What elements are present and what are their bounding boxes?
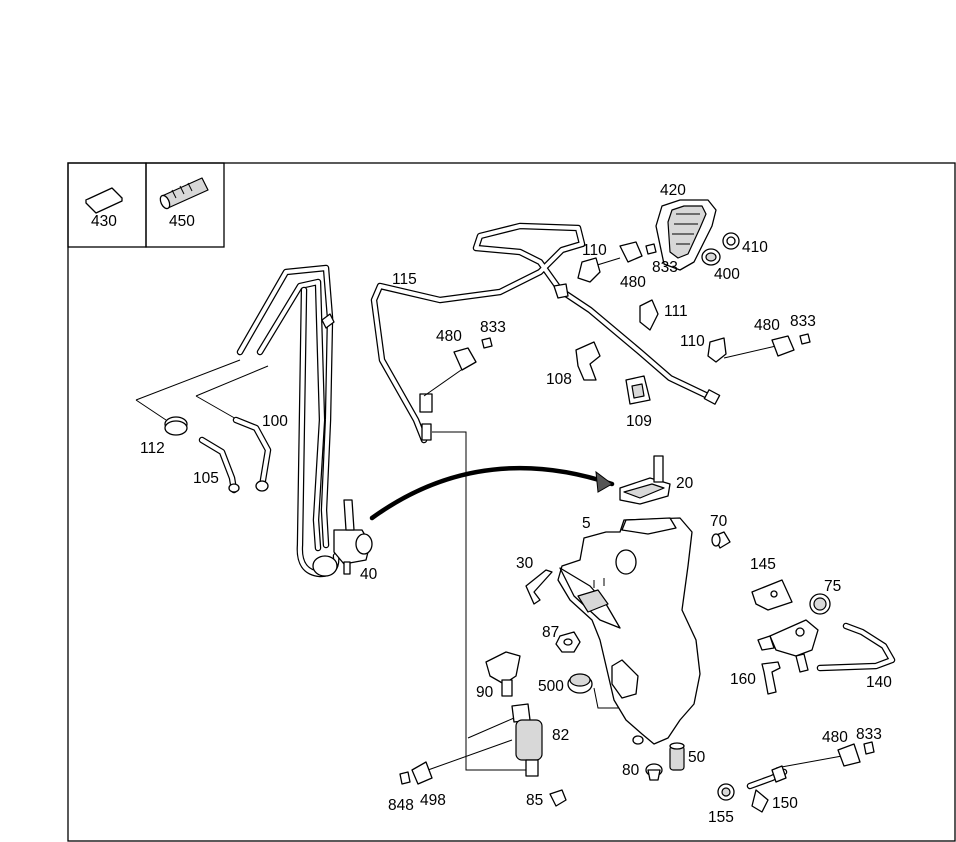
pump-82 bbox=[511, 703, 543, 777]
clip-111 bbox=[639, 299, 659, 331]
sensor-480-mid bbox=[453, 337, 493, 371]
fill-neck-140 bbox=[757, 619, 896, 673]
grommet-500 bbox=[567, 673, 593, 694]
sensor-498 bbox=[399, 761, 433, 785]
label-82: 82 bbox=[552, 727, 569, 744]
label-480-a: 480 bbox=[620, 274, 646, 291]
valve-40 bbox=[333, 499, 373, 575]
nozzle-70 bbox=[711, 531, 731, 549]
label-155: 155 bbox=[708, 809, 734, 826]
label-80: 80 bbox=[622, 762, 640, 779]
label-140: 140 bbox=[866, 674, 892, 691]
bracket-90 bbox=[485, 651, 521, 697]
label-833-b: 833 bbox=[480, 319, 506, 336]
clip-110-mid bbox=[707, 337, 727, 363]
clip-108 bbox=[575, 341, 601, 381]
line-150 bbox=[746, 765, 788, 813]
label-30: 30 bbox=[516, 555, 534, 572]
label-90: 90 bbox=[476, 684, 494, 701]
label-833-d: 833 bbox=[856, 726, 882, 743]
diagram-frame bbox=[67, 162, 956, 842]
clip-109 bbox=[625, 375, 651, 405]
label-150: 150 bbox=[772, 795, 798, 812]
clamp-112 bbox=[164, 416, 188, 436]
label-430: 430 bbox=[91, 213, 117, 230]
filter-20 bbox=[619, 455, 671, 505]
label-110-b: 110 bbox=[680, 333, 705, 350]
seal-400 bbox=[701, 248, 721, 266]
label-833-c: 833 bbox=[790, 313, 816, 330]
label-20: 20 bbox=[676, 475, 694, 492]
cap-80 bbox=[645, 763, 663, 781]
leader-498 bbox=[427, 739, 513, 771]
label-480-c: 480 bbox=[754, 317, 780, 334]
label-5: 5 bbox=[582, 515, 591, 532]
tank-5 bbox=[557, 517, 701, 745]
label-160: 160 bbox=[730, 671, 756, 688]
pad-icon bbox=[85, 187, 123, 214]
label-480-b: 480 bbox=[436, 328, 462, 345]
label-480-d: 480 bbox=[822, 729, 848, 746]
label-400: 400 bbox=[714, 266, 740, 283]
label-848: 848 bbox=[388, 797, 414, 814]
label-110-a: 110 bbox=[582, 242, 607, 259]
label-70: 70 bbox=[710, 513, 728, 530]
label-500: 500 bbox=[538, 678, 564, 695]
label-420: 420 bbox=[660, 182, 686, 199]
clip-110-top bbox=[577, 257, 601, 283]
leader-480-a bbox=[423, 367, 465, 397]
label-87: 87 bbox=[542, 624, 559, 641]
grommet-75 bbox=[809, 593, 831, 615]
label-410: 410 bbox=[742, 239, 768, 256]
leader-480-d bbox=[775, 755, 843, 769]
ring-410 bbox=[722, 232, 740, 250]
sleeve-icon bbox=[159, 177, 209, 210]
leader-hose-to-pump bbox=[432, 431, 526, 771]
label-145: 145 bbox=[750, 556, 776, 573]
bracket-145 bbox=[751, 579, 793, 611]
leader-110-b bbox=[723, 345, 777, 359]
label-498: 498 bbox=[420, 792, 446, 809]
nut-87 bbox=[555, 631, 581, 653]
arrow-head bbox=[595, 470, 613, 493]
leader-112 bbox=[135, 359, 269, 421]
label-50: 50 bbox=[688, 749, 706, 766]
label-115: 115 bbox=[392, 271, 417, 288]
hose-100 bbox=[232, 416, 272, 492]
label-112: 112 bbox=[140, 440, 165, 457]
sensor-480-right bbox=[771, 333, 811, 357]
bracket-30 bbox=[525, 569, 553, 605]
label-108: 108 bbox=[546, 371, 572, 388]
legend-box-450 bbox=[145, 162, 225, 248]
label-75: 75 bbox=[824, 578, 841, 595]
grommet-155 bbox=[717, 783, 735, 801]
hose-115 bbox=[370, 222, 721, 444]
sensor-480-top bbox=[619, 241, 657, 263]
clip-160 bbox=[761, 661, 781, 695]
label-100: 100 bbox=[262, 413, 288, 430]
hose-105 bbox=[198, 436, 240, 494]
connector-480-bottom bbox=[837, 741, 875, 767]
sleeve-50 bbox=[669, 742, 685, 771]
label-109: 109 bbox=[626, 413, 652, 430]
label-450: 450 bbox=[169, 213, 195, 230]
hose-assembly-left bbox=[236, 264, 340, 578]
label-85: 85 bbox=[526, 792, 543, 809]
label-40: 40 bbox=[360, 566, 378, 583]
label-111: 111 bbox=[664, 303, 688, 320]
leader-82 bbox=[467, 717, 515, 739]
label-833-a: 833 bbox=[652, 259, 678, 276]
plug-85 bbox=[549, 789, 567, 807]
callout-labels: 430 450 420 110 410 833 480 400 115 111 … bbox=[91, 182, 892, 826]
direction-arrow bbox=[369, 465, 615, 521]
cap-420 bbox=[655, 199, 717, 271]
label-105: 105 bbox=[193, 470, 219, 487]
